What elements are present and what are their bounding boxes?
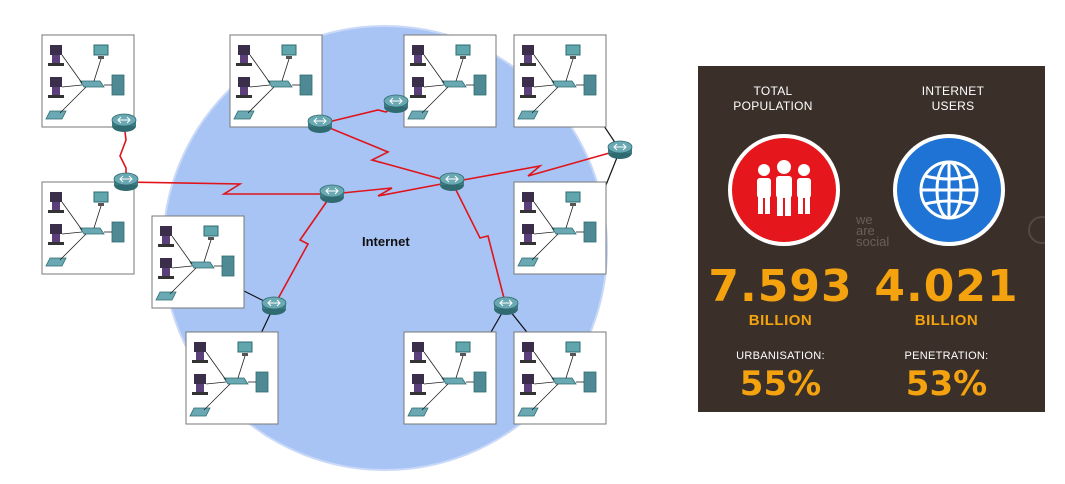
we-are-social-watermark: we are social [856, 212, 890, 249]
internet-users-value: 4.021 [874, 261, 1019, 312]
urbanisation-label: URBANISATION: [736, 350, 825, 362]
corner-logo-icon [1028, 216, 1045, 244]
router-icon [607, 140, 633, 160]
internet-stats-panel: TOTAL POPULATION INTERNET USERS [698, 66, 1045, 412]
population-header: TOTAL POPULATION [698, 84, 848, 114]
router-icon [493, 296, 519, 316]
lan-box [403, 34, 497, 128]
urbanisation-value: 55% [739, 364, 822, 404]
lan-box [229, 34, 323, 128]
internet-users-header: INTERNET USERS [878, 84, 1028, 114]
internet-header-line2: USERS [931, 99, 975, 113]
population-header-line2: POPULATION [733, 99, 813, 113]
cloud-label: Internet [362, 234, 410, 249]
lan-box [185, 331, 279, 425]
router-icon [111, 113, 137, 133]
router-icon [261, 296, 287, 316]
lan-box [513, 34, 607, 128]
globe-icon [893, 134, 1005, 246]
population-header-line1: TOTAL [753, 84, 793, 98]
router-icon [319, 184, 345, 204]
internet-header-line1: INTERNET [921, 84, 985, 98]
lan-box [403, 331, 497, 425]
lan-box [41, 181, 135, 275]
population-value: 7.593 [708, 261, 853, 312]
router-icon [383, 94, 409, 114]
lan-box [41, 34, 135, 128]
penetration-value: 53% [905, 364, 988, 404]
router-icon [113, 172, 139, 192]
penetration-label: PENETRATION: [904, 350, 989, 362]
lan-box [151, 215, 245, 309]
lan-box [513, 331, 607, 425]
router-icon [439, 172, 465, 192]
internet-network-diagram: Internet [41, 25, 633, 471]
router-icon [307, 114, 333, 134]
population-unit: BILLION [748, 312, 813, 329]
people-icon [728, 134, 840, 246]
internet-users-unit: BILLION [914, 312, 979, 329]
lan-box [513, 181, 607, 275]
